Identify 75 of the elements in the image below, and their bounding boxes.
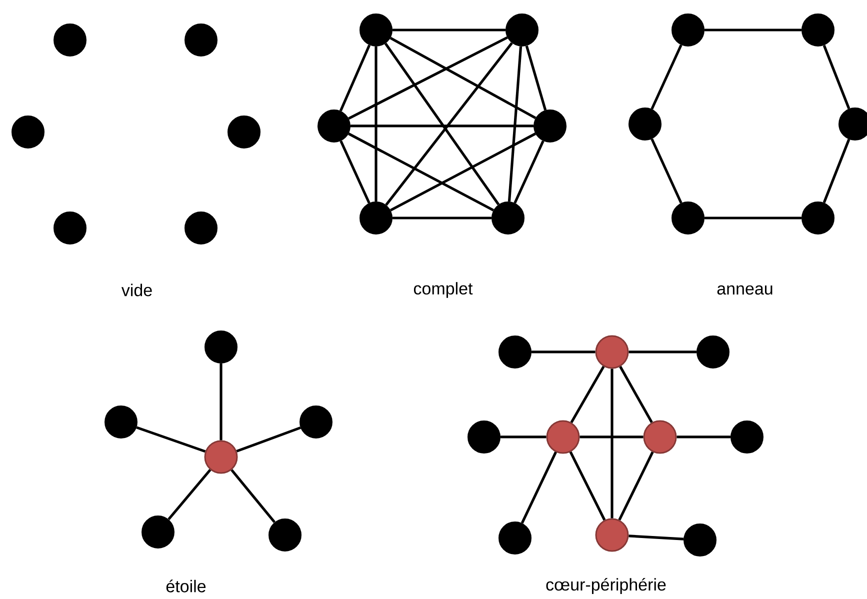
graph-node bbox=[184, 211, 218, 244]
graph-node bbox=[730, 420, 764, 454]
graph-node bbox=[684, 523, 716, 556]
graph-edge bbox=[704, 216, 802, 220]
graph-edge bbox=[514, 140, 544, 204]
graph-edge bbox=[650, 44, 682, 110]
core-node bbox=[595, 518, 629, 552]
graph-caption: anneau bbox=[717, 285, 772, 295]
graph-edge bbox=[348, 132, 494, 212]
graph-edge bbox=[569, 451, 606, 521]
graph-node bbox=[360, 14, 392, 46]
graph-edge bbox=[525, 45, 547, 111]
graph-edge bbox=[676, 436, 730, 438]
graph-node bbox=[54, 24, 86, 56]
graph-node bbox=[228, 116, 260, 148]
graph-node bbox=[672, 202, 704, 234]
core-node bbox=[643, 420, 677, 454]
graph-node bbox=[318, 110, 350, 142]
graph-node bbox=[492, 202, 524, 234]
graph-edge bbox=[610, 368, 614, 518]
graph-edge bbox=[500, 436, 546, 438]
graph-edge bbox=[650, 138, 682, 204]
graph-edge bbox=[580, 436, 644, 438]
graph-edge bbox=[390, 36, 536, 120]
graph-caption: étoile bbox=[166, 580, 206, 592]
graph-node bbox=[498, 335, 532, 368]
graph-edge bbox=[628, 534, 684, 540]
graph-edge bbox=[618, 451, 654, 521]
graph-edge bbox=[230, 469, 276, 524]
graph-node bbox=[802, 14, 834, 46]
graph-edge bbox=[220, 363, 222, 440]
graph-node bbox=[300, 406, 332, 438]
graph-edge bbox=[339, 44, 371, 112]
graph-edge bbox=[532, 350, 596, 354]
graph-edge bbox=[350, 124, 534, 128]
graph-edge bbox=[236, 426, 301, 452]
graph-node bbox=[696, 335, 730, 368]
graph-node bbox=[672, 14, 704, 46]
graph-edge bbox=[822, 44, 850, 110]
graph-node bbox=[534, 110, 566, 142]
graph-node bbox=[204, 330, 238, 364]
graph-node bbox=[54, 211, 86, 244]
graph-edge bbox=[704, 28, 802, 32]
graph-edge bbox=[520, 452, 557, 524]
graph-caption: cœur-périphérie bbox=[546, 578, 666, 594]
core-node bbox=[546, 420, 580, 454]
graph-edge bbox=[340, 140, 370, 204]
graph-node bbox=[360, 202, 392, 234]
graph-node bbox=[142, 515, 174, 548]
core-node bbox=[204, 440, 238, 474]
graph-node bbox=[802, 202, 834, 234]
graph-node bbox=[468, 420, 500, 454]
graph-node bbox=[268, 518, 302, 552]
graph-caption: complet bbox=[414, 282, 473, 298]
graph-node bbox=[498, 521, 532, 554]
core-node bbox=[595, 335, 629, 369]
graph-edge bbox=[348, 36, 508, 120]
graph-edge bbox=[508, 46, 522, 202]
graph-edge bbox=[392, 216, 492, 220]
graph-edge bbox=[822, 138, 850, 204]
graph-node bbox=[838, 108, 867, 140]
graph-edge bbox=[374, 46, 378, 202]
graph-edge bbox=[392, 28, 506, 32]
graph-edge bbox=[168, 468, 212, 520]
graph-node bbox=[506, 14, 538, 46]
graph-caption: vide bbox=[121, 284, 152, 296]
graph-node bbox=[12, 116, 44, 148]
graph-edge bbox=[628, 350, 696, 354]
graph-edge bbox=[390, 132, 536, 212]
graph-edge bbox=[570, 366, 605, 424]
graph-node bbox=[184, 24, 218, 56]
graph-edge bbox=[619, 366, 653, 424]
graph-edge bbox=[136, 426, 206, 453]
graph-node bbox=[628, 108, 662, 140]
graph-node bbox=[104, 406, 138, 438]
